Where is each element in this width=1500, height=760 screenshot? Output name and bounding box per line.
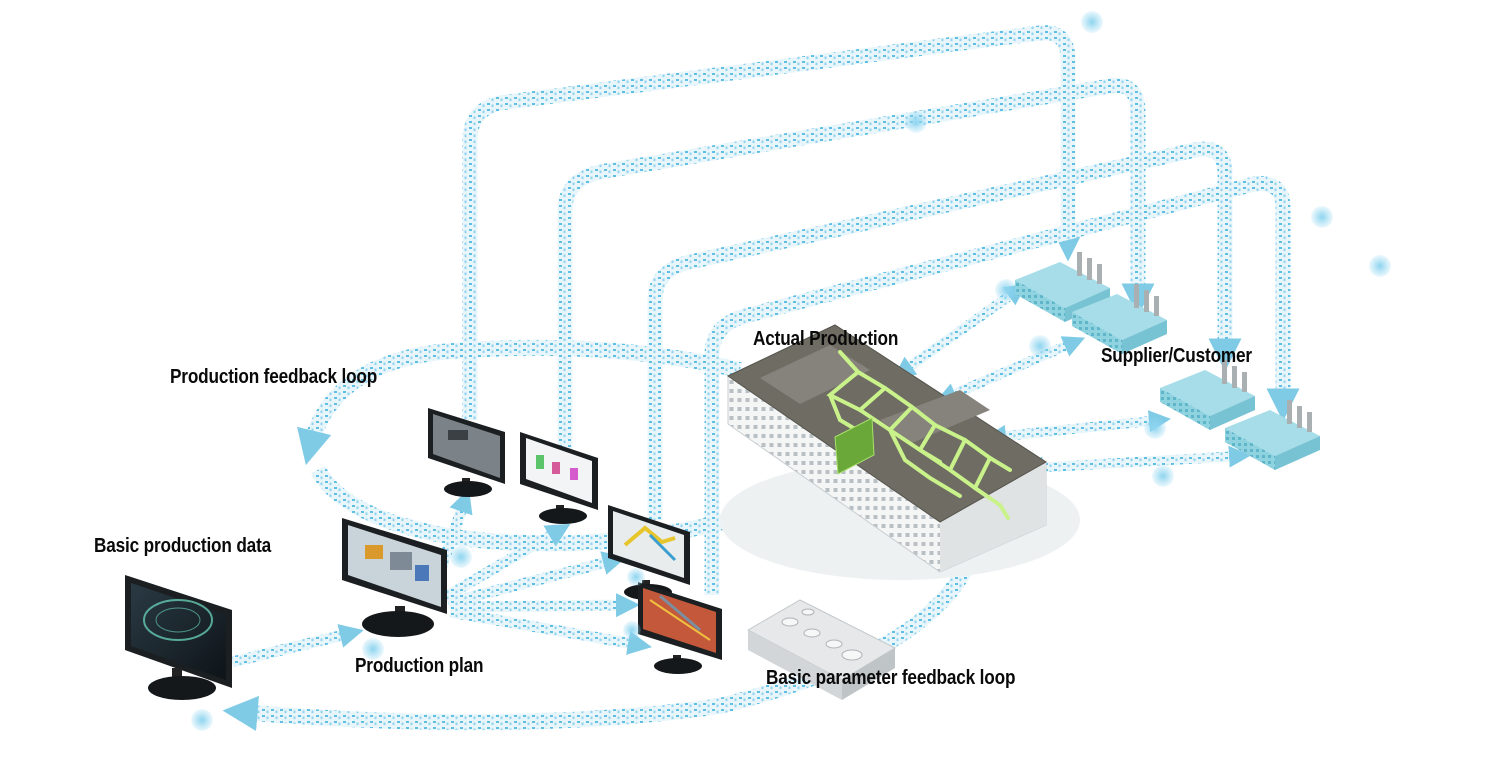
basic-parameter-feedback-loop-label: Basic parameter feedback loop: [766, 667, 1016, 689]
plan-distribution-streams: [230, 488, 652, 668]
supplier-factory-icon: [1015, 252, 1320, 470]
monitor-basic-data: [125, 575, 232, 700]
factory-icon: [727, 324, 1047, 573]
monitor-production-plan: [342, 518, 447, 637]
production-plan-label: Production plan: [355, 655, 484, 677]
supplier-exchange-arrows: [893, 283, 1251, 479]
basic-production-data-label: Basic production data: [94, 535, 272, 557]
actual-production-label: Actual Production: [753, 328, 899, 350]
production-feedback-loop-label: Production feedback loop: [170, 366, 378, 388]
monitor-robot: [608, 505, 690, 600]
data-dot-icon: [191, 11, 1391, 731]
monitor-feedback-1: [428, 408, 505, 497]
arch-data-streams: [462, 25, 1300, 595]
basic-parameter-feedback-stream: [222, 542, 983, 731]
monitor-layout: [638, 582, 722, 674]
control-panel-icon: [746, 599, 897, 700]
supplier-customer-label: Supplier/Customer: [1101, 345, 1252, 367]
chip-icon: [834, 417, 875, 475]
monitor-feedback-2: [520, 432, 598, 524]
